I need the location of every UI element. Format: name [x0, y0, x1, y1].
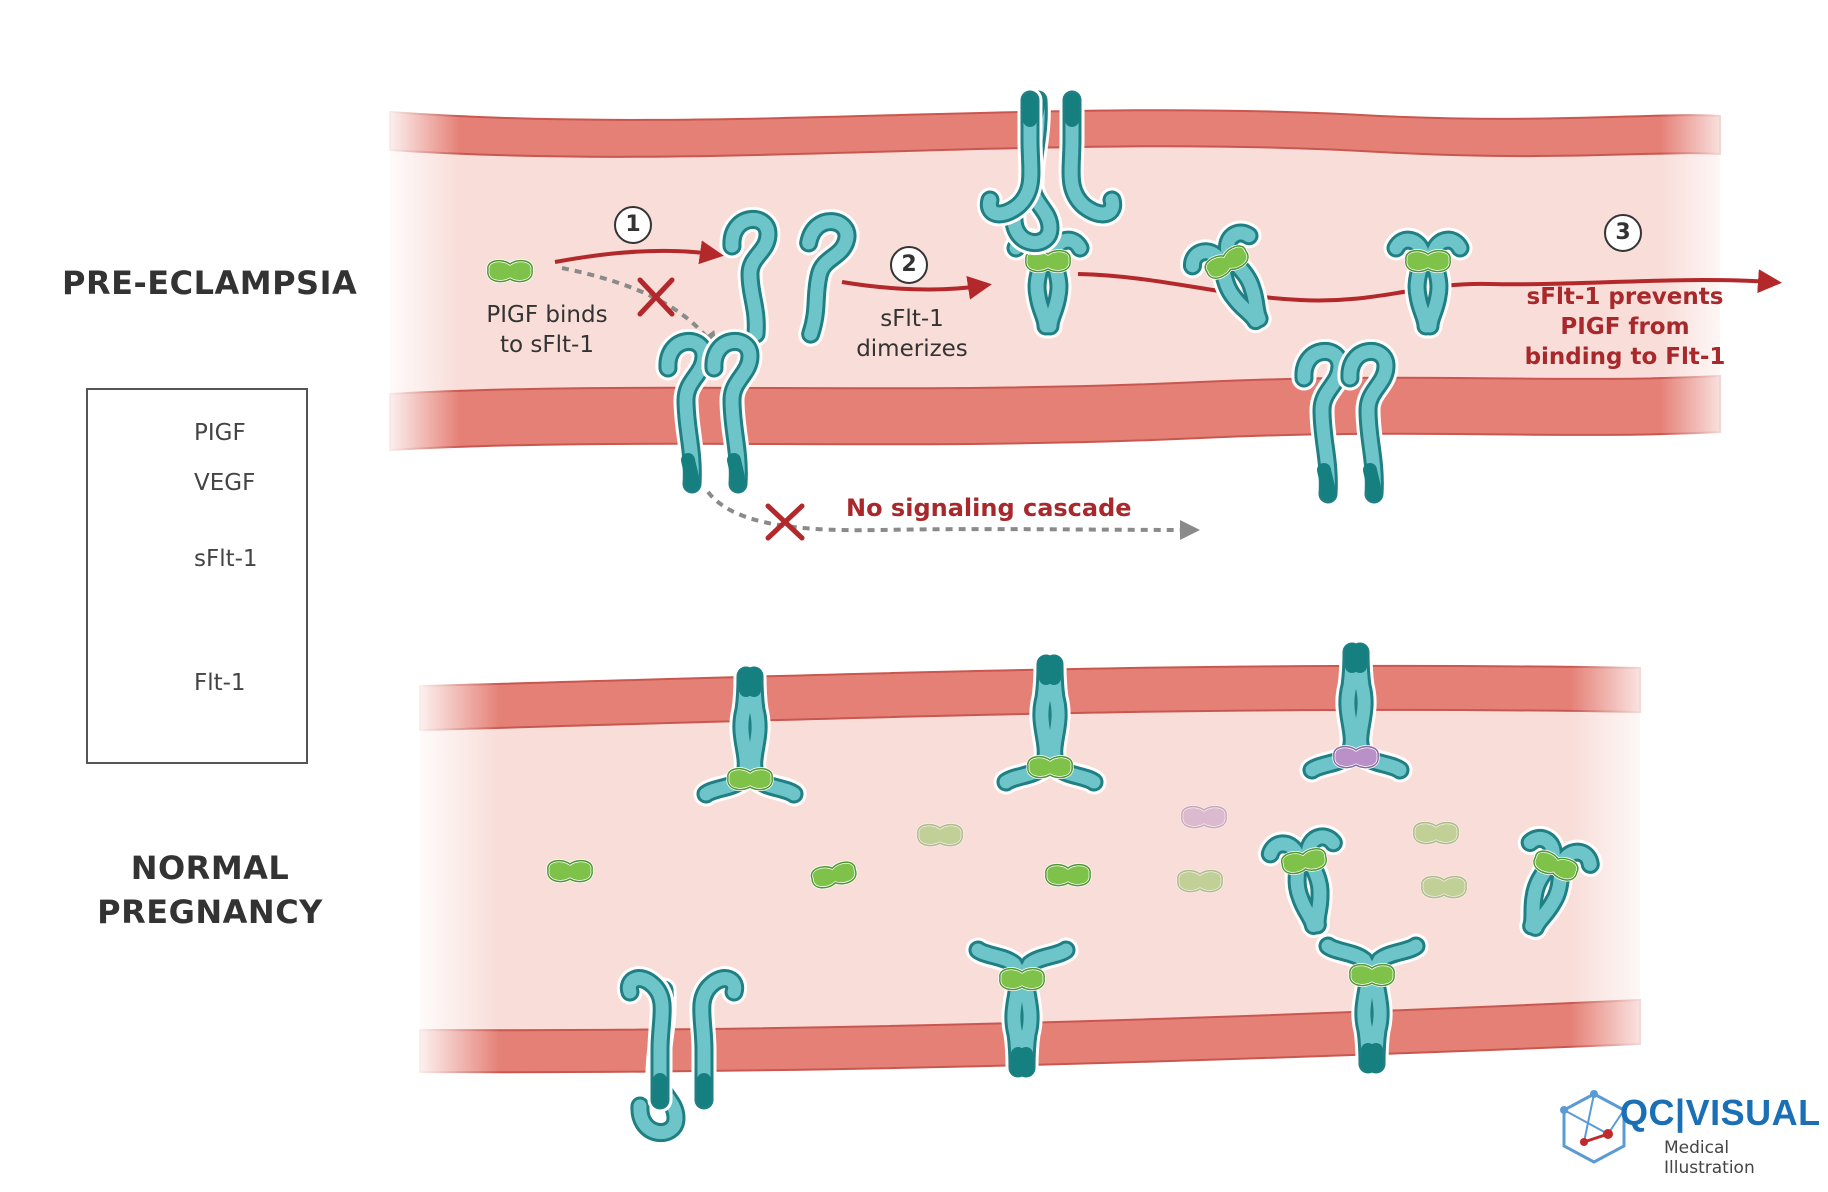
legend-sflt-label: sFlt-1: [194, 546, 258, 572]
block-x-1: [637, 277, 675, 317]
step-3-marker: 3: [1604, 214, 1642, 252]
no-signaling-note: No signaling cascade: [846, 494, 1132, 522]
legend-flt-label: Flt-1: [194, 670, 246, 696]
normal-pregnancy-title: NORMAL PREGNANCY: [97, 849, 323, 931]
legend-vegf-label: VEGF: [194, 470, 256, 496]
free-pigf-bottom-1: [546, 859, 594, 884]
block-x-2: [765, 503, 805, 541]
top-vessel-lower-wall: [389, 374, 1721, 452]
free-pigf-bottom-3: [1044, 863, 1092, 888]
brand-logo: QC|VISUAL Medical Illustration: [1558, 1092, 1821, 1178]
step-1-caption: PIGF binds to sFlt-1: [486, 302, 608, 358]
arrow-step2: [841, 275, 992, 300]
brand-logo-icon: [1560, 1090, 1626, 1164]
flt-pair-bottom-lower: [616, 966, 748, 1113]
flt-pair-top-upper: [976, 87, 1126, 227]
arrow-step1: [554, 240, 724, 265]
step-2-marker: 2: [890, 246, 928, 284]
legend-pigf-label: PIGF: [194, 420, 246, 446]
free-pigf-top: [486, 259, 534, 284]
brand-subtitle: Medical Illustration: [1664, 1138, 1755, 1178]
legend-box: PIGF VEGF sFlt-1 Flt-1: [86, 388, 308, 764]
no-signal-arrow: [706, 490, 1200, 540]
step-1-marker: 1: [614, 206, 652, 244]
pre-eclampsia-title: PRE-ECLAMPSIA: [62, 264, 358, 302]
step-2-caption: sFlt-1 dimerizes: [856, 306, 968, 362]
brand-name: QC|VISUAL: [1620, 1092, 1821, 1133]
step-3-caption: sFlt-1 prevents PIGF from binding to Flt…: [1524, 284, 1726, 370]
